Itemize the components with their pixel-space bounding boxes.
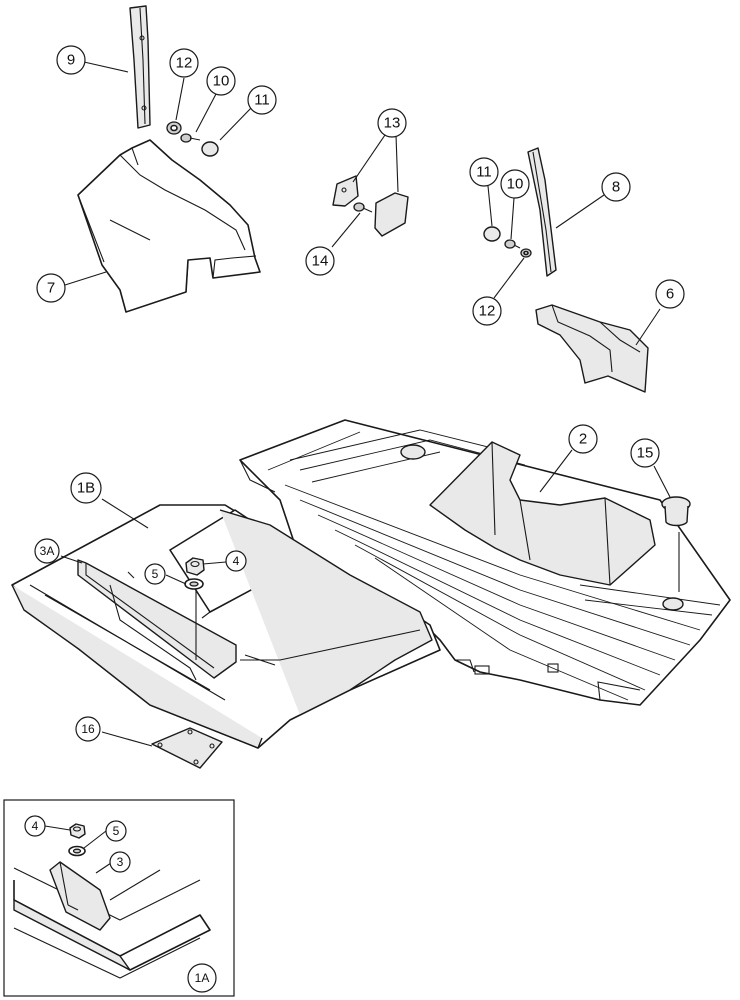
svg-text:3: 3 (117, 855, 124, 869)
part-8-right-post-trim (527, 147, 557, 277)
screw-14 (353, 202, 373, 213)
svg-text:10: 10 (213, 73, 230, 90)
callout-14: 14 (305, 246, 335, 276)
svg-text:1B: 1B (77, 480, 95, 497)
callout-6: 6 (655, 279, 685, 309)
svg-text:13: 13 (384, 115, 401, 132)
callout-4-inset: 4 (24, 815, 46, 837)
washer-12-upper-left (166, 121, 182, 135)
svg-text:11: 11 (476, 164, 492, 181)
nut-4-plate (185, 557, 205, 576)
cap-11-upper-left (201, 141, 219, 157)
svg-text:5: 5 (113, 824, 120, 838)
svg-text:1A: 1A (195, 971, 210, 985)
callout-1b: 1B (70, 472, 102, 504)
washer-12-right (520, 248, 532, 258)
svg-text:7: 7 (47, 280, 55, 297)
callout-3-inset: 3 (109, 851, 131, 873)
svg-text:2: 2 (579, 431, 587, 448)
svg-text:6: 6 (666, 286, 674, 303)
part-6-duct-cover (535, 304, 649, 393)
part-1b-floor-plate (11, 504, 441, 749)
inset-washer-5 (68, 845, 86, 857)
leader-lines (44, 61, 680, 874)
callout-11-upper: 11 (247, 85, 277, 115)
callout-16: 16 (75, 716, 101, 742)
callout-3a: 3A (34, 538, 60, 564)
part-7-fender-cover (77, 139, 261, 313)
callout-1a: 1A (187, 963, 217, 993)
part-9-left-post-trim (129, 5, 151, 129)
callout-12-upper: 12 (169, 48, 199, 78)
part-2-floor-mat (239, 419, 731, 706)
svg-text:14: 14 (312, 253, 329, 270)
washer-5-plate (184, 578, 204, 590)
svg-text:12: 12 (479, 303, 496, 320)
part-13-latch-bracket (332, 175, 359, 207)
callout-2: 2 (568, 424, 598, 454)
callout-15: 15 (630, 438, 660, 468)
callout-7: 7 (36, 273, 66, 303)
svg-text:10: 10 (507, 176, 524, 193)
part-15-plug (661, 496, 691, 527)
part-13-latch-pad (374, 192, 409, 237)
callout-9: 9 (56, 45, 86, 75)
inset-1a-frame (3, 799, 235, 997)
svg-text:8: 8 (612, 179, 620, 196)
callout-12-right: 12 (472, 296, 502, 326)
callout-5-plate: 5 (144, 563, 166, 585)
svg-text:4: 4 (32, 819, 39, 833)
part-16-plate (151, 727, 223, 769)
callout-10-right: 10 (500, 169, 530, 199)
inset-1a-floor-detail (13, 861, 211, 979)
svg-text:15: 15 (637, 445, 654, 462)
svg-text:3A: 3A (40, 544, 55, 558)
svg-text:12: 12 (176, 55, 193, 72)
svg-text:5: 5 (152, 567, 159, 581)
screw-10-right (504, 239, 521, 249)
callout-10-upper: 10 (206, 66, 236, 96)
svg-text:11: 11 (254, 92, 270, 109)
inset-nut-4 (69, 823, 86, 839)
callout-8: 8 (601, 172, 631, 202)
callout-11-right: 11 (469, 157, 499, 187)
cap-11-right (483, 226, 501, 242)
svg-text:16: 16 (81, 722, 95, 736)
svg-text:4: 4 (233, 554, 240, 568)
screw-10-upper-left (180, 133, 201, 143)
callout-13: 13 (377, 108, 407, 138)
callout-5-inset: 5 (105, 820, 127, 842)
svg-text:9: 9 (67, 52, 75, 69)
callout-4-plate: 4 (225, 550, 247, 572)
